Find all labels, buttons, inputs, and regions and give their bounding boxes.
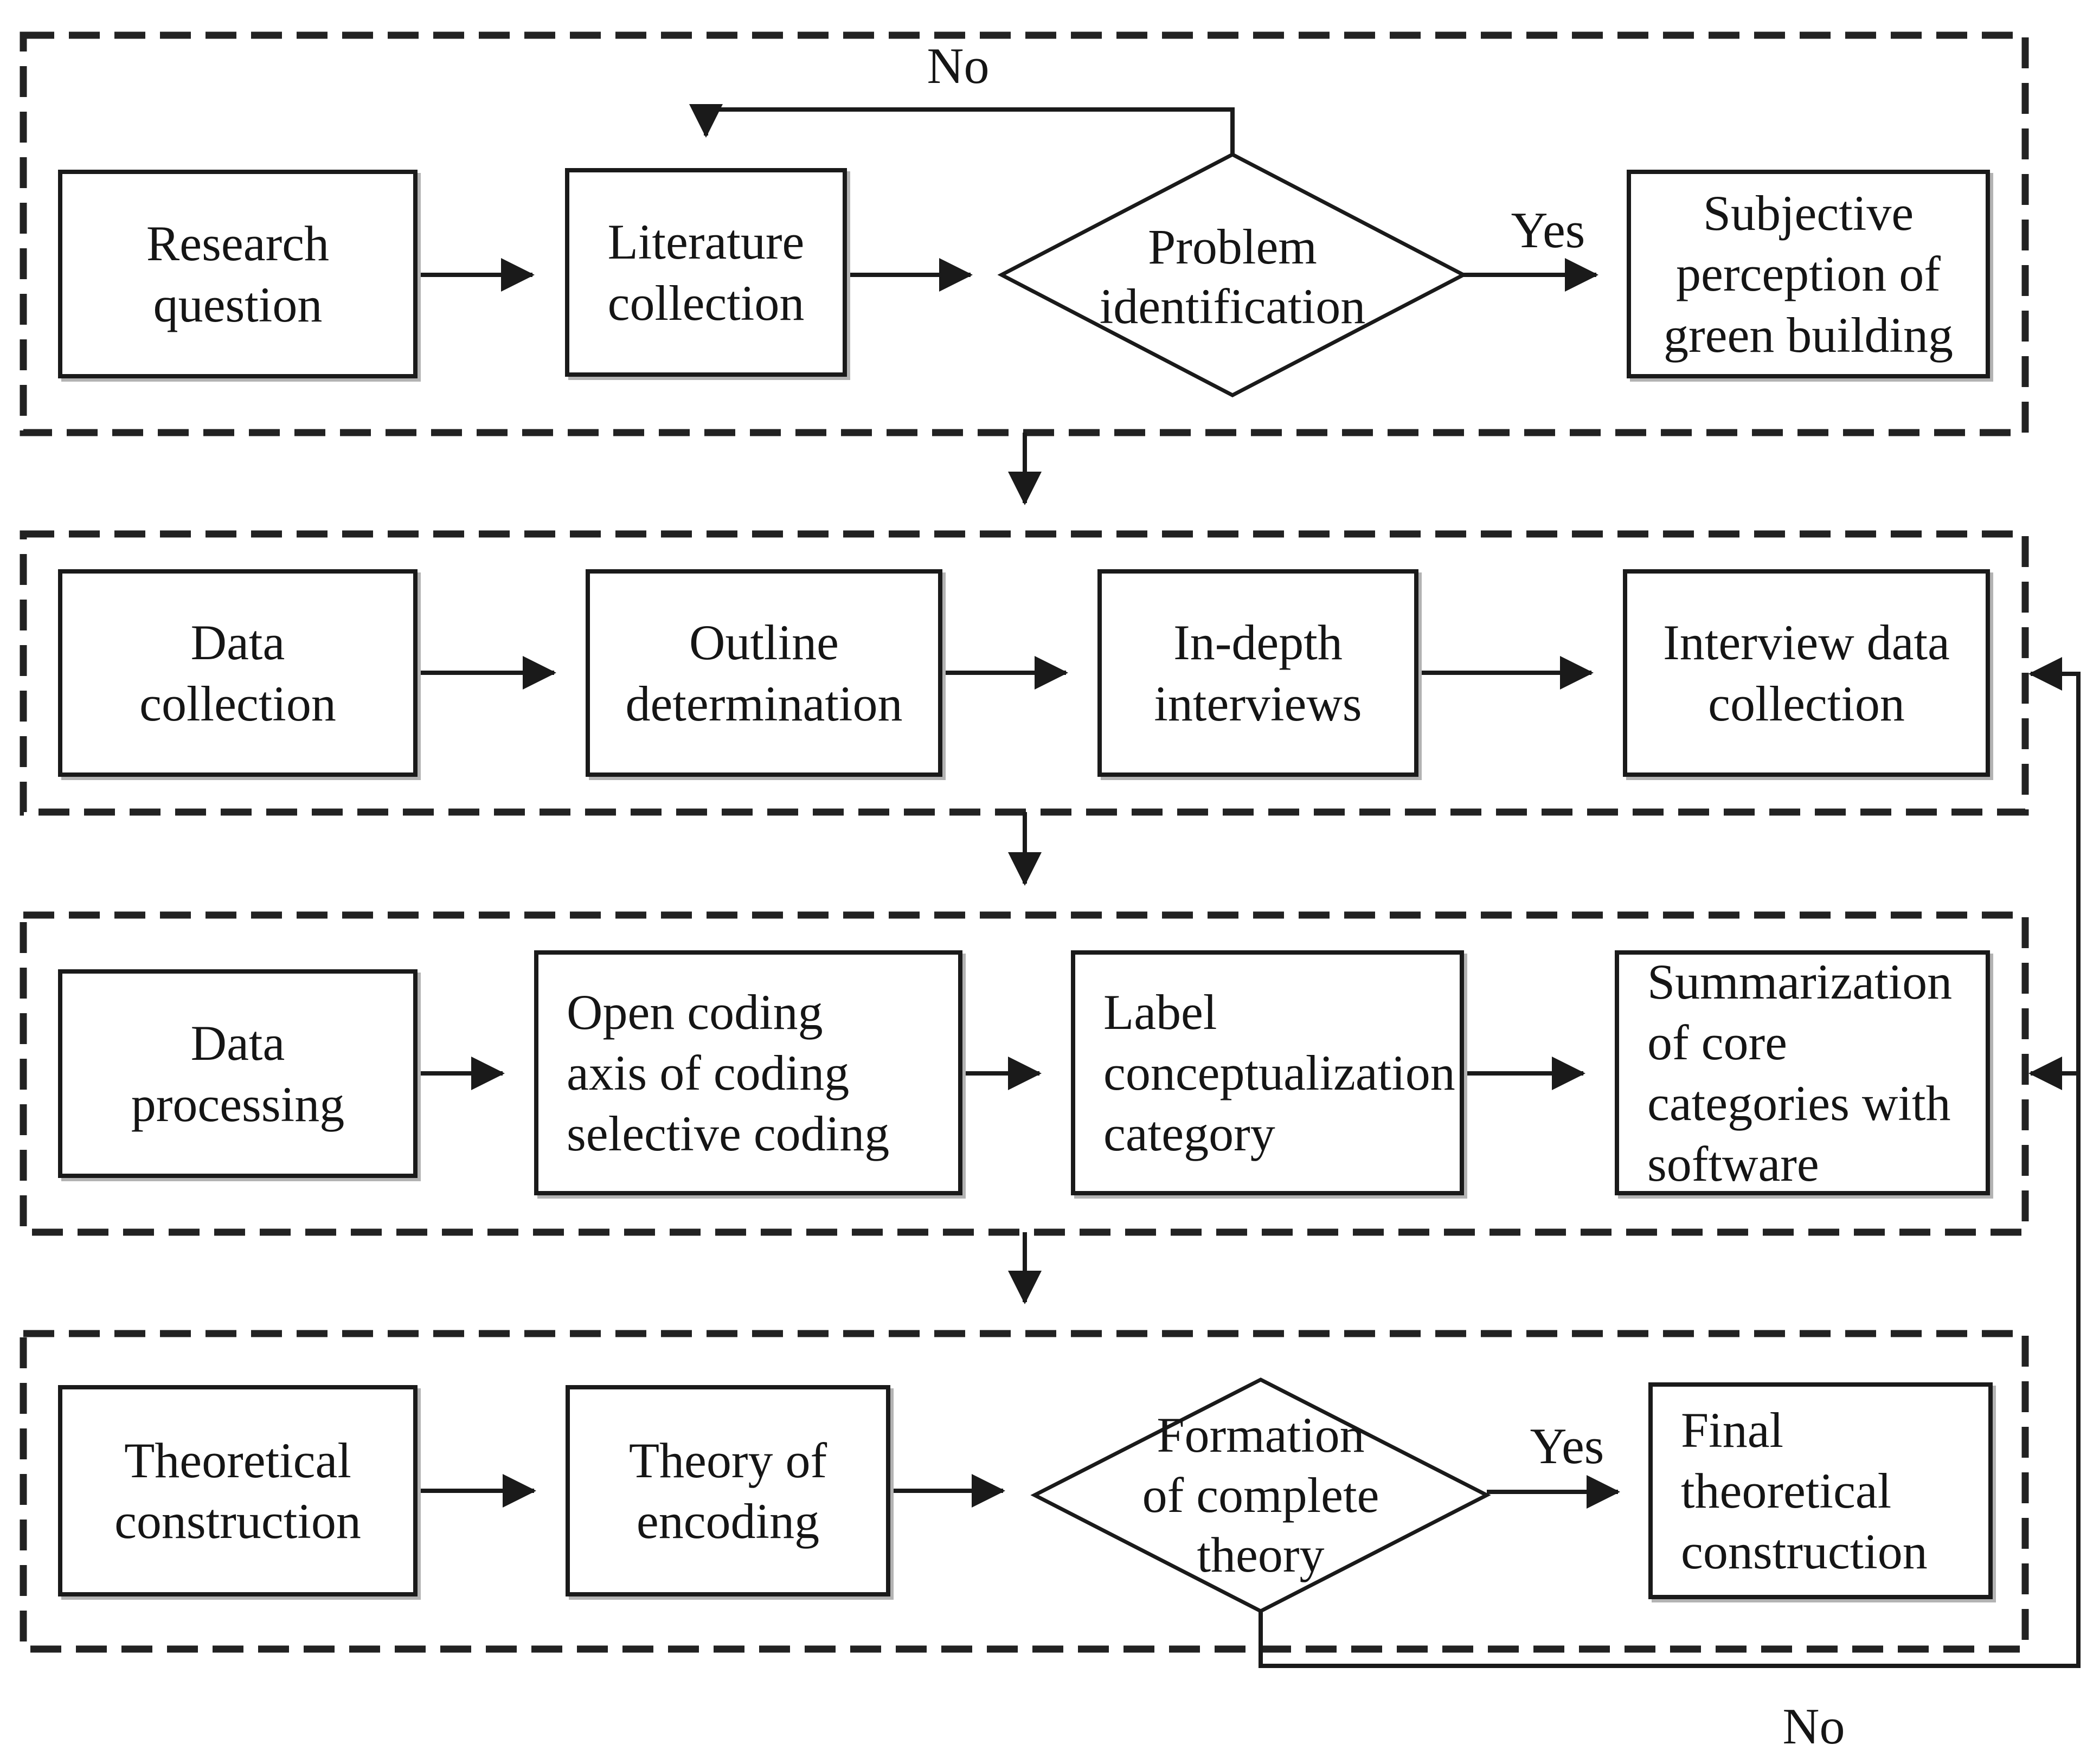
decision-label-problem-identification: Problem identification bbox=[1099, 218, 1366, 334]
decision-formation-of-complete-theory bbox=[1030, 1377, 1491, 1613]
decision-label-formation-of-complete-theory: Formation of complete theory bbox=[1142, 1407, 1379, 1583]
stage3-dashed-container bbox=[20, 911, 2029, 1236]
node-summarization: Summarization of core categories with so… bbox=[1615, 950, 1990, 1195]
arrow-formation-no-to-interviewdata bbox=[1259, 657, 2081, 1668]
node-outline-determination: Outline determination bbox=[586, 569, 942, 777]
node-literature-collection: Literature collection bbox=[565, 168, 847, 377]
node-label-conceptualization: Label conceptualization category bbox=[1071, 950, 1464, 1195]
node-subjective-perception: Subjective perception of green building bbox=[1627, 170, 1990, 378]
node-theory-of-encoding: Theory of encoding bbox=[566, 1385, 890, 1596]
node-final-theoretical-construction: Final theoretical construction bbox=[1648, 1382, 1993, 1599]
node-research-question: Research question bbox=[58, 170, 418, 378]
stage4-dashed-container bbox=[20, 1330, 2029, 1653]
node-open-coding: Open coding axis of coding selective cod… bbox=[534, 950, 962, 1195]
edge-label-no-bottom: No bbox=[1782, 1698, 1845, 1755]
arrow-problem-no-to-literature bbox=[689, 104, 1235, 154]
node-interview-data-collection: Interview data collection bbox=[1623, 569, 1990, 777]
node-data-processing: Data processing bbox=[58, 969, 418, 1178]
node-data-collection: Data collection bbox=[58, 569, 418, 777]
node-in-depth-interviews: In-depth interviews bbox=[1097, 569, 1418, 777]
decision-problem-identification bbox=[997, 152, 1468, 397]
node-theoretical-construction: Theoretical construction bbox=[58, 1385, 418, 1596]
edge-label-yes-stage4: Yes bbox=[1530, 1418, 1604, 1475]
edge-label-no-top: No bbox=[927, 38, 990, 94]
edge-label-yes-stage1: Yes bbox=[1511, 202, 1585, 259]
